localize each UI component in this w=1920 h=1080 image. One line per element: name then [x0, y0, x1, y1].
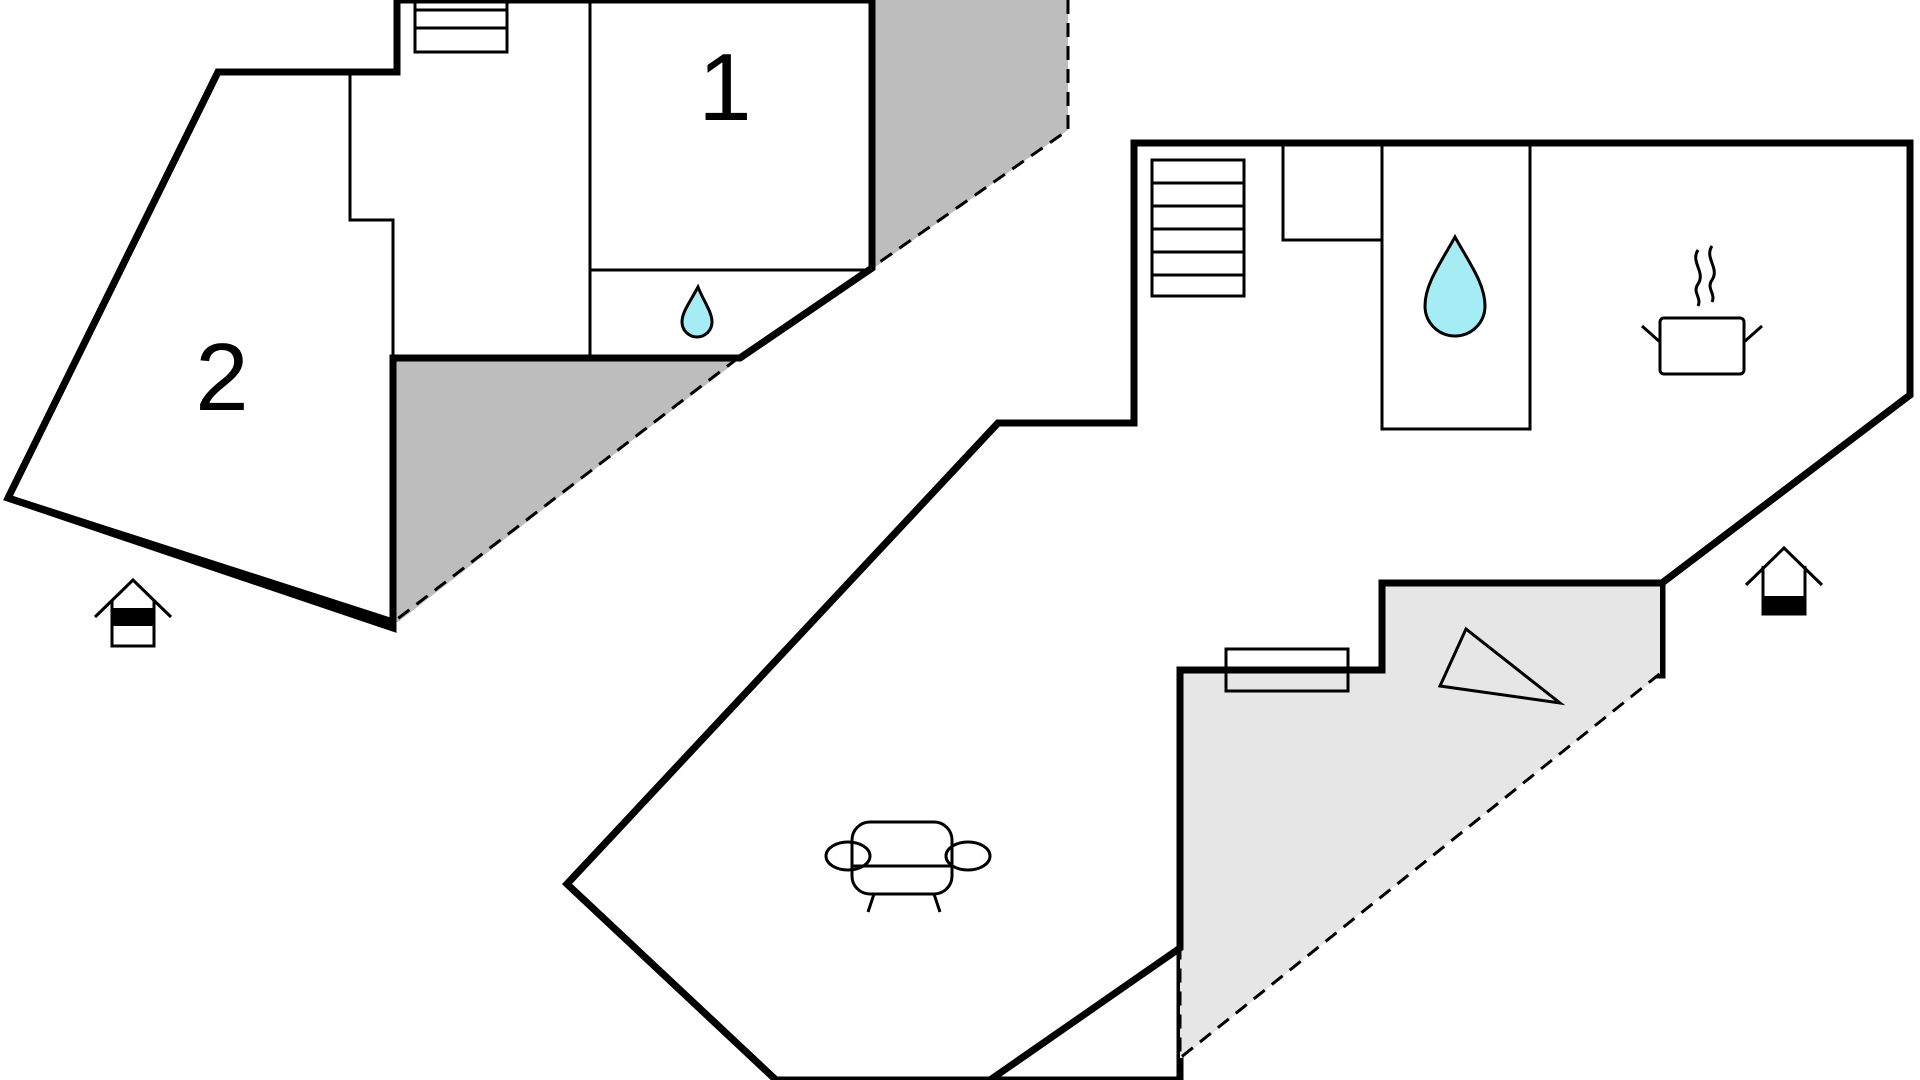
entrance-icon [93, 577, 173, 648]
partition-closet [1281, 143, 1382, 242]
bathroom-lower [1380, 141, 1532, 431]
room-label-1: 1 [698, 34, 751, 141]
radiator-icon [1224, 647, 1350, 693]
sofa-icon [824, 820, 992, 913]
triangle-icon [1437, 626, 1566, 706]
terrace-lower-dashed-edge [1178, 583, 1664, 1062]
room-label-2: 2 [195, 324, 248, 431]
stairs-icon [1150, 158, 1246, 298]
terrace-lower-fill [1180, 585, 1658, 1058]
water-drop-icon [1423, 233, 1487, 338]
upper-walls [4, 0, 401, 500]
entrance-icon [1744, 545, 1824, 616]
lower-walls [562, 419, 1134, 1080]
stairs-icon [413, 0, 509, 54]
cooking-pot-icon [1641, 245, 1763, 376]
partition-room2 [348, 72, 395, 358]
terrace-right-dashed-edge [873, 0, 1070, 268]
terrace-right-fill [874, 0, 1066, 264]
terrace-left-dashed-edge [395, 356, 739, 622]
upper-walls-2 [6, 0, 876, 633]
water-drop-icon [680, 283, 714, 339]
